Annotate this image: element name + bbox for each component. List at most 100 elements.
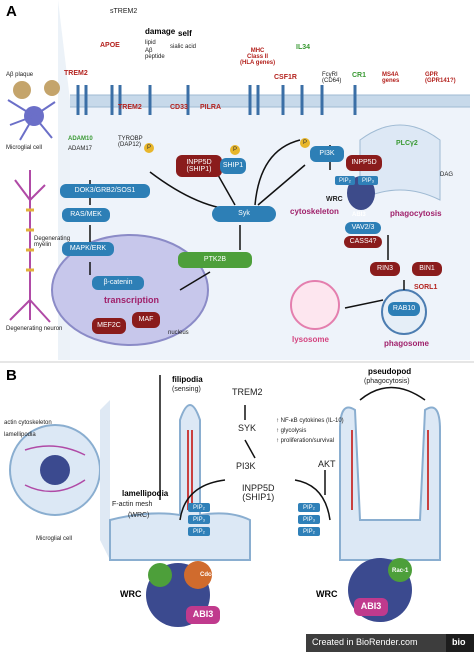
abi3-b-right: ABI3 <box>354 598 388 616</box>
upregulated-2: ↑ glycolysis <box>276 428 307 434</box>
gpr-label: GPR (GPR141?) <box>425 72 456 84</box>
pip2-pill-a: PIP₂ <box>335 176 355 185</box>
tyrobp-label: TYROBP (DAP12) <box>118 136 143 148</box>
inpp5d-ship1-box: INPP5D (SHIP1) <box>176 155 222 177</box>
degenerating-neuron-label: Degenerating neuron <box>6 326 63 332</box>
damage-label: damage <box>145 27 176 36</box>
nucleus-label: nucleus <box>168 330 189 336</box>
wrc-label-a: WRC <box>326 196 343 203</box>
upregulated-1: ↑ NF-κB cytokines (IL-10) <box>276 418 344 424</box>
neuron-illustration <box>9 170 51 323</box>
phospho-p-1: P <box>144 143 154 153</box>
phagosome-label: phagosome <box>384 339 429 348</box>
abi3-b-left: ABI3 <box>186 606 220 624</box>
nucleus-shape <box>51 234 209 346</box>
sensing-label: (sensing) <box>172 386 201 393</box>
phospho-p-3: P <box>300 138 310 148</box>
sialic-label: sialic acid <box>170 44 197 50</box>
bcat-box: β-catenin <box>92 276 144 290</box>
filipodia-label: filipodia <box>172 375 203 384</box>
cytoskeleton-label: cytoskeleton <box>290 207 339 216</box>
phagocytosis-label-a: phagocytosis <box>390 209 442 218</box>
pip2-pill-b2: PIP₂ <box>188 527 210 536</box>
trem2-b-label: TREM2 <box>232 387 263 397</box>
footer-bar <box>306 634 474 652</box>
pilra-label: PILRA <box>200 104 221 111</box>
pi3k-b-label: PI3K <box>236 461 256 471</box>
trem2-top-label: TREM2 <box>64 70 88 77</box>
abeta-plaque-label: Aβ plaque <box>6 72 34 78</box>
pip2-pill-b4: PIP₂ <box>298 527 320 536</box>
panel-a-label: A <box>6 3 17 20</box>
strem2-label: sTREM2 <box>110 8 138 15</box>
cd33-label: CD33 <box>170 104 188 111</box>
maf-box: MAF <box>132 312 160 328</box>
panelB-cell-illustration <box>9 424 101 516</box>
vav-box: VAV2/3 <box>345 222 381 234</box>
lysosome-label: lysosome <box>292 335 329 344</box>
lipid-label: lipid <box>145 40 156 46</box>
akt-b-label: AKT <box>318 459 336 469</box>
pip2-pill-b1: PIP₂ <box>188 503 210 512</box>
ship1-box: SHIP1 <box>220 158 246 174</box>
sorl1-label: SORL1 <box>414 284 438 291</box>
adam17-label: ADAM17 <box>68 146 93 152</box>
footer-bio-logo: bio <box>452 637 466 647</box>
pseudopod-illustration <box>339 406 441 561</box>
pip3-pill-b2: PIP₃ <box>298 515 320 524</box>
adam10-label: ADAM10 <box>68 136 93 142</box>
transcription-label: transcription <box>104 295 160 305</box>
degenerating-myelin-label: Degenerating myelin <box>34 236 71 248</box>
panel-b-label: B <box>6 367 17 384</box>
microglial-cell-label-a: Microglial cell <box>6 145 43 151</box>
il34-label: IL34 <box>296 44 311 51</box>
phago-label: (phagocytosis) <box>364 378 410 385</box>
abeta-peptide-label: Aβ peptide <box>145 48 165 60</box>
actin-label: actin cytoskeleton <box>4 420 52 426</box>
rin3-box: RIN3 <box>370 262 400 276</box>
footer-credit[interactable]: Created in BioRender.com <box>312 637 418 647</box>
lysosome-shape <box>290 280 340 330</box>
trem2-label: TREM2 <box>118 104 142 111</box>
self-label: self <box>178 29 192 38</box>
pi3k-box: PI3K <box>310 146 344 162</box>
lamellipodia-small-label: lamellipodia <box>4 432 36 438</box>
wrc-label-b-left: WRC <box>120 589 142 599</box>
wrc-paren-label: (WRC) <box>128 512 150 519</box>
microglia-illustration <box>7 99 56 141</box>
cass4-box: CASS4? <box>344 236 382 248</box>
dag-label: DAG <box>440 172 454 178</box>
bin1-box: BIN1 <box>412 262 442 276</box>
rac1-label: Rac-1 <box>392 568 409 574</box>
mef2c-box: MEF2C <box>92 318 126 334</box>
pip3-pill-a: PIP₃ <box>358 176 378 185</box>
syk-b-label: SYK <box>238 423 257 433</box>
ptk2b-box: PTK2B <box>178 252 252 268</box>
wrc-label-b-right: WRC <box>316 589 338 599</box>
rab10-box: RAB10 <box>388 302 420 316</box>
lamellipodia-label: lamellipodia <box>122 489 169 498</box>
pseudopod-label: pseudopod <box>368 367 412 376</box>
microglial-cell-label-b: Microglial cell <box>36 536 73 542</box>
inpp5d-box: INPP5D <box>346 155 382 171</box>
abi3-label-a: ABI3 <box>352 212 366 218</box>
cdc42-label: Cdc42 <box>200 572 219 578</box>
filipodia-illustration <box>109 404 251 561</box>
phospho-p-2: P <box>230 145 240 155</box>
syk-box: Syk <box>212 206 276 222</box>
cr1-label: CR1 <box>352 72 367 79</box>
apoe-label: APOE <box>100 42 120 49</box>
mapk-box: MAPK/ERK <box>62 242 114 256</box>
upregulated-3: ↑ proliferation/survival <box>276 438 335 444</box>
inpp5d-b-label: INPP5D (SHIP1) <box>242 483 275 502</box>
factin-label: F-actin mesh <box>112 501 153 508</box>
dok3-box: DOK3/GRB2/SOS1 <box>60 184 150 198</box>
fcgr-label: FcγRI (CD64) <box>322 72 342 84</box>
plaque-illustration <box>13 80 60 99</box>
ms4a-label: MS4A genes <box>382 72 400 84</box>
cell-membrane <box>70 95 470 107</box>
ras-mek-box: RAS/MEK <box>62 208 110 222</box>
mhc-label: MHC Class II (HLA genes) <box>240 48 276 66</box>
csf1r-label: CSF1R <box>274 74 297 81</box>
